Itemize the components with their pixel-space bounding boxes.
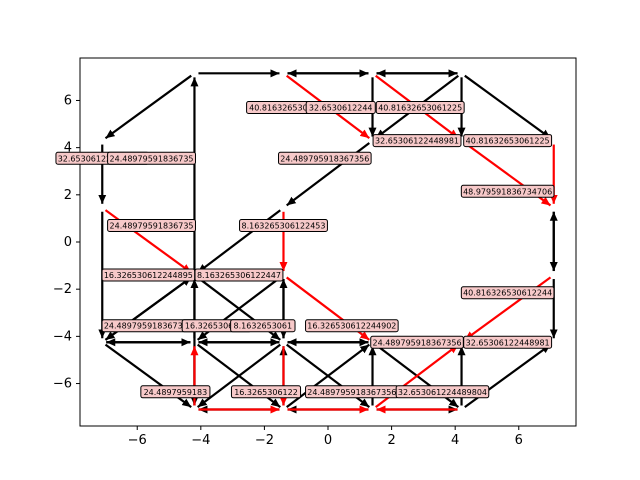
- edge-label-text: 40.81632653061: [249, 104, 318, 113]
- edge-label: 8.163265306122453: [239, 218, 328, 232]
- edge-label-text: 24.48979591836735: [110, 221, 194, 230]
- edge-label: 16.326530612244902: [305, 319, 399, 333]
- edge-label: 24.48979591836735: [107, 151, 196, 165]
- edge-label: 16.326530612244895: [101, 268, 196, 282]
- edge-label-text: 32.65306122448981: [375, 137, 459, 146]
- edge-label: 40.81632653061225: [463, 134, 553, 148]
- edge-label: 16.3265306122: [230, 385, 302, 399]
- edge-label-box: [278, 151, 372, 165]
- x-tick-label: −4: [191, 433, 210, 448]
- edge-label-text: 24.489795918367342: [104, 322, 193, 331]
- edge-label: 24.489795918367356: [305, 385, 399, 399]
- edge-label-box: [395, 385, 490, 399]
- edge-label-box: [194, 268, 284, 282]
- plot-area-frame: [79, 57, 577, 427]
- edge-label-box: [140, 385, 211, 399]
- edge-label-text: 24.489795918367356: [307, 388, 396, 397]
- edge-label-text: 16.3265306122: [234, 388, 298, 397]
- edge-label-box: [460, 184, 555, 198]
- edge-label-text: 16.326530612244895: [104, 271, 193, 280]
- edge-label-box: [372, 134, 462, 148]
- edge-Q-U: [196, 343, 281, 408]
- y-tick-label: 0: [64, 235, 72, 250]
- y-tick-label: −6: [53, 377, 72, 392]
- x-tick-label: 0: [324, 433, 332, 448]
- edge-label: 32.65306122448981: [372, 134, 462, 148]
- y-tick-label: 4: [64, 141, 72, 156]
- x-tick-label: 6: [515, 433, 523, 448]
- edge-label: 40.81632653061225: [375, 101, 465, 115]
- edge-label-text: 8.163265306122453: [241, 221, 325, 230]
- edge-label: 8.1632653061: [230, 319, 296, 333]
- axis-ticks-layer: −6 −4 −2 0 2 4 6 −6 −4 −2 0 2 4 6: [53, 93, 523, 448]
- edge-label: 24.489795918367356: [278, 151, 372, 165]
- edge-label-box: [239, 218, 328, 232]
- edge-label: 48.979591836734706: [460, 184, 555, 198]
- edge-label-text: 24.489795918367356: [280, 154, 369, 163]
- y-tick-label: −2: [53, 282, 72, 297]
- x-tick-label: 2: [387, 433, 395, 448]
- edge-label: 24.489795918367356: [370, 335, 464, 349]
- edge-label-text: 32.6530612244: [309, 104, 373, 113]
- edge-label-text: 32.653061224489804: [58, 154, 147, 163]
- edge-label: 32.6530612244: [305, 101, 376, 115]
- edge-label-text: 32.65306122448981: [466, 338, 550, 347]
- edge-label: 24.489795918367342: [101, 319, 196, 333]
- x-tick-label: −6: [128, 433, 147, 448]
- edge-label: 8.163265306122447: [194, 268, 284, 282]
- edge-label: 40.816326530612244: [460, 286, 555, 300]
- edge-label-box: [463, 134, 553, 148]
- y-tick-label: −4: [53, 329, 72, 344]
- x-tick-label: −2: [255, 433, 274, 448]
- y-tick-label: 2: [64, 188, 72, 203]
- edge-D-H: [464, 74, 552, 140]
- edge-label-box: [305, 101, 376, 115]
- y-tick-label: 6: [64, 93, 72, 108]
- edge-label-text: 16.326530612244902: [307, 322, 396, 331]
- edge-label-text: 8.1632653061: [234, 322, 293, 331]
- edge-label: 32.65306122448981: [463, 335, 553, 349]
- edge-label-text: 40.816326530612244: [463, 289, 552, 298]
- edge-label-box: [230, 385, 302, 399]
- edge-label-box: [107, 151, 196, 165]
- edge-A-E: [104, 74, 192, 140]
- x-tick-label: 4: [451, 433, 459, 448]
- edge-label-box: [375, 101, 465, 115]
- edge-label: 32.653061224489804: [395, 385, 490, 399]
- edge-label-text: 16.3265306122: [185, 322, 249, 331]
- edge-label-text: 40.81632653061225: [378, 104, 462, 113]
- edge-label-box: [230, 319, 296, 333]
- edge-label-box: [463, 335, 553, 349]
- edge-label-text: 32.653061224489804: [398, 388, 487, 397]
- edge-label-text: 24.48979591836735: [110, 154, 194, 163]
- edge-label-text: 8.163265306122447: [197, 271, 281, 280]
- edge-label-text: 40.81632653061225: [466, 137, 550, 146]
- edge-label-text: 48.979591836734706: [463, 187, 552, 196]
- edge-label-text: 24.4897959183: [144, 388, 208, 397]
- edge-label: 24.4897959183: [140, 385, 211, 399]
- edge-label: 24.48979591836735: [107, 218, 196, 232]
- edge-label-text: 24.489795918367356: [372, 338, 461, 347]
- edge-label-box: [305, 319, 399, 333]
- edge-label-box: [107, 218, 196, 232]
- edge-label-box: [460, 286, 555, 300]
